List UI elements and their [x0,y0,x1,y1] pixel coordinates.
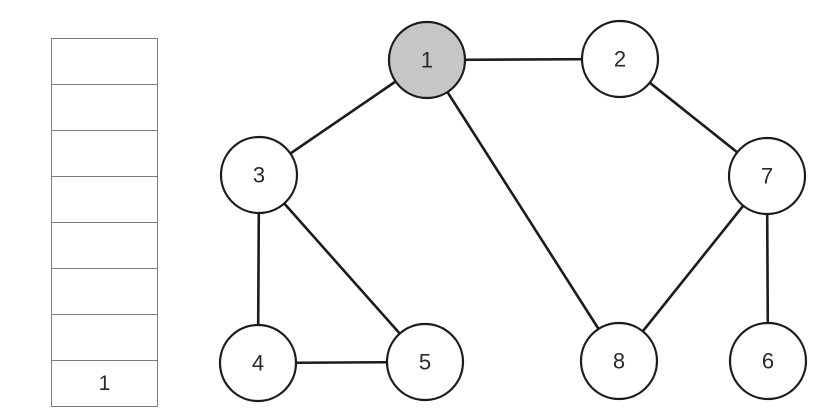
node-label: 1 [421,48,433,73]
node-circle-highlighted [387,20,467,100]
node-circle [579,321,659,401]
node-circle [727,136,807,216]
stack-cell-7 [52,314,157,360]
node-label: 5 [419,350,431,375]
graph-edge-3-5 [257,173,427,364]
node-circle [580,19,660,99]
graph-edge-1-8 [425,58,621,363]
stack-cell-4 [52,176,157,222]
node-label: 6 [762,349,774,374]
stack-cell-5 [52,222,157,268]
node-label: 2 [614,47,626,72]
node-circle [385,322,465,402]
graph-node-6: 6 [728,321,808,401]
node-circle [728,321,808,401]
node-label: 4 [252,351,264,376]
stack: 1 [51,38,158,407]
stack-cell-3 [52,130,157,176]
graph-node-5: 5 [385,322,465,402]
graph-node-1: 1 [387,20,467,100]
node-circle [219,135,299,215]
node-label: 7 [761,164,773,189]
graph-edge-7-8 [617,174,769,363]
stack-cell-2 [52,84,157,130]
graph-node-8: 8 [579,321,659,401]
node-label: 3 [253,163,265,188]
graph-node-4: 4 [218,323,298,403]
node-circle [218,323,298,403]
stack-cell-6 [52,268,157,314]
stack-cell-8: 1 [52,360,157,406]
node-label: 8 [613,349,625,374]
graph-node-7: 7 [727,136,807,216]
graph-node-3: 3 [219,135,299,215]
graph-node-2: 2 [580,19,660,99]
